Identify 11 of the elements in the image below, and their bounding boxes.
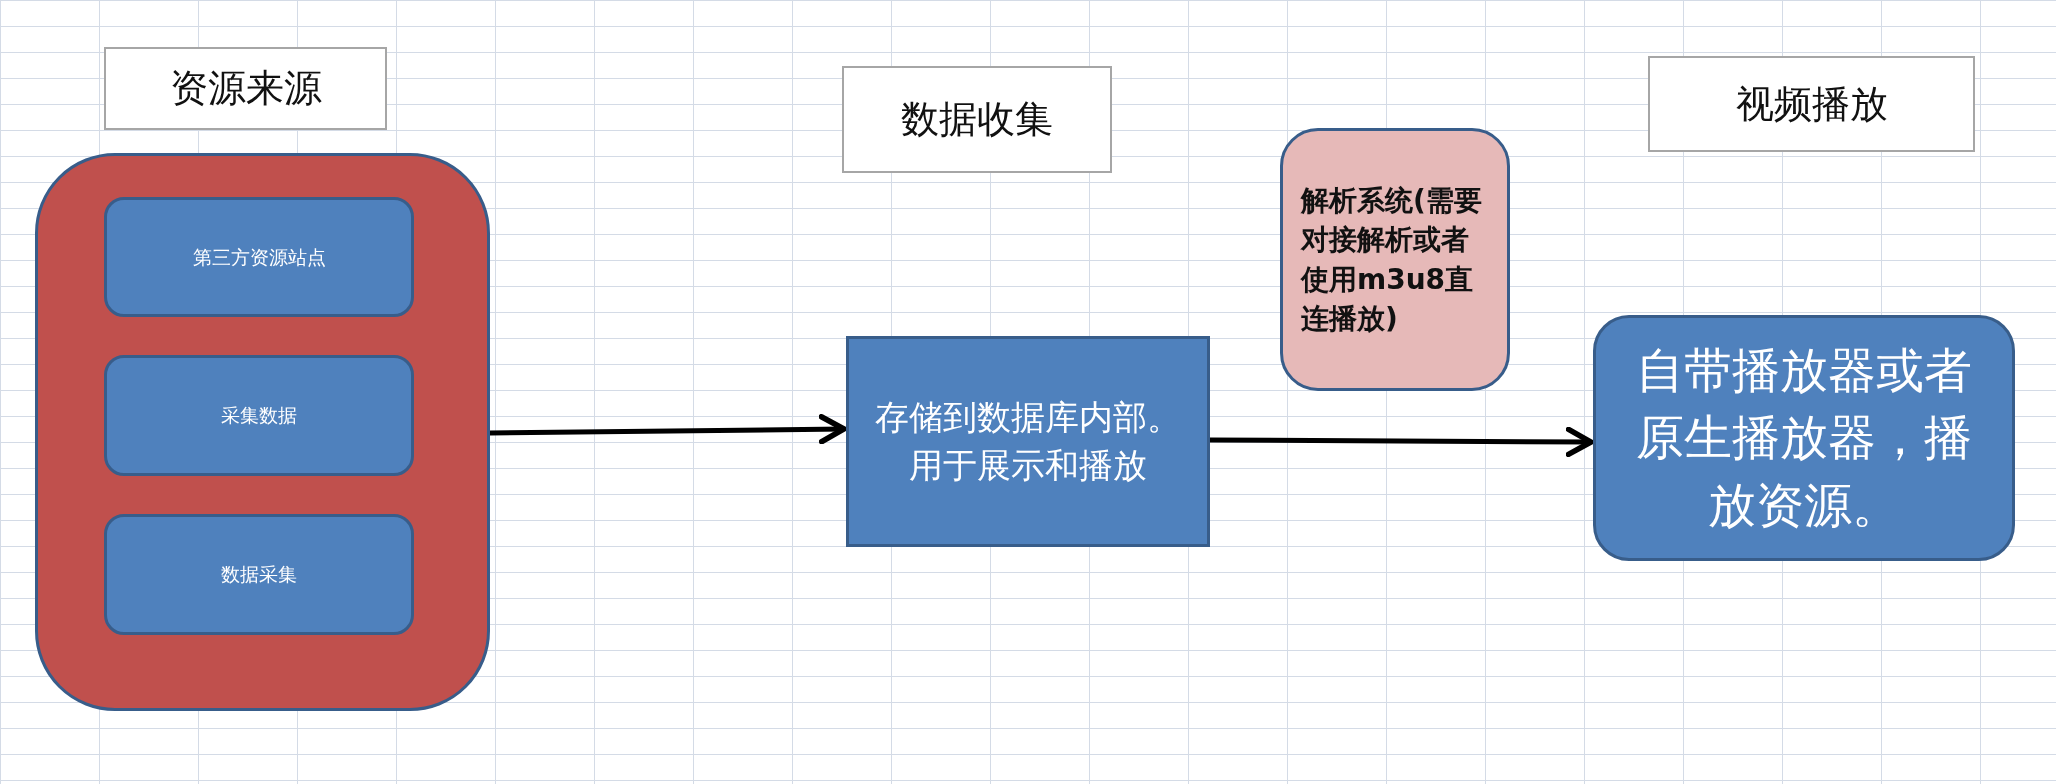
arrow xyxy=(1210,426,1594,458)
process-box: 自带播放器或者原生播放器，播放资源。 xyxy=(1593,315,2015,561)
process-box: 采集数据 xyxy=(104,355,414,476)
process-box: 存储到数据库内部。用于展示和播放 xyxy=(846,336,1210,547)
process-box: 第三方资源站点 xyxy=(104,197,414,317)
process-box: 解析系统(需要对接解析或者使用m3u8直连播放) xyxy=(1280,128,1510,391)
process-box: 数据采集 xyxy=(104,514,414,635)
heading-box: 资源来源 xyxy=(104,47,387,130)
arrow xyxy=(489,414,847,445)
heading-box: 视频播放 xyxy=(1648,56,1975,152)
heading-box: 数据收集 xyxy=(842,66,1112,173)
